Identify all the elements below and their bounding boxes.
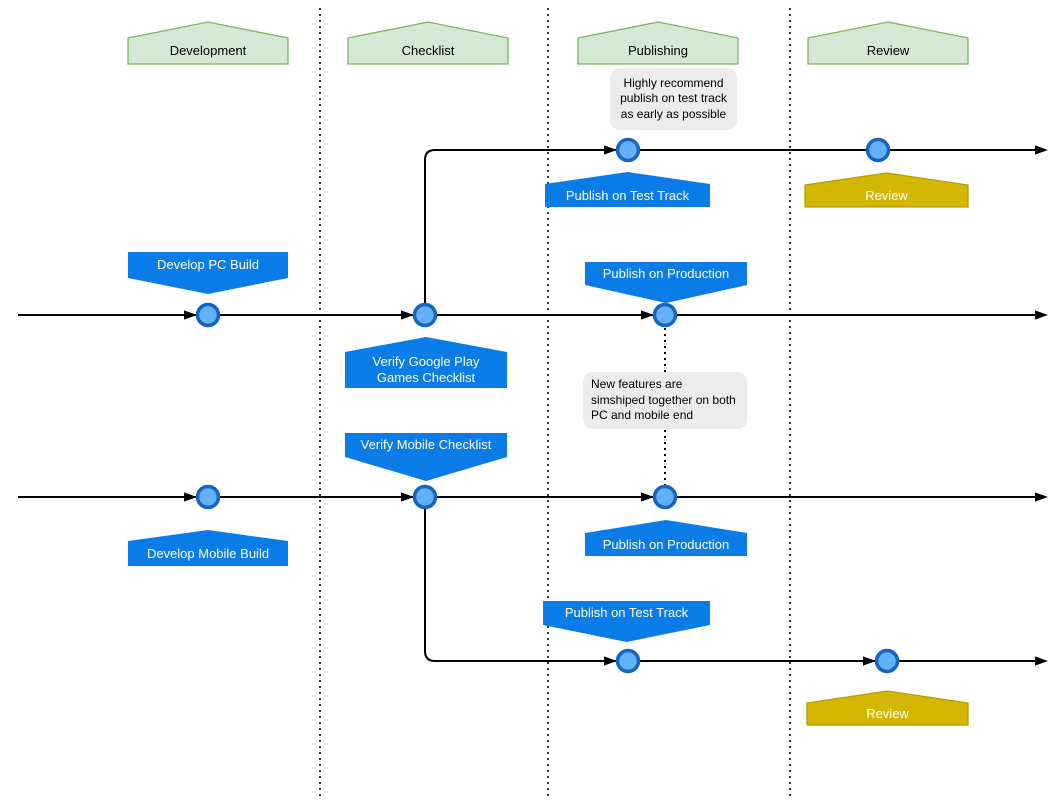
banner-verify-mobile-checklist: Verify Mobile Checklist xyxy=(345,433,507,481)
phase-header-development: Development xyxy=(127,21,289,65)
arrowhead-icon xyxy=(641,492,654,502)
node-verify-gpg-checklist xyxy=(412,302,438,328)
banner-publish-test-track-pc: Publish on Test Track xyxy=(545,172,710,207)
node-pc-production xyxy=(652,302,678,328)
arrowhead-icon xyxy=(1035,656,1048,666)
banner-develop-mobile-build: Develop Mobile Build xyxy=(128,530,288,566)
note-test-track-early: Highly recommend publish on test track a… xyxy=(610,68,737,130)
arrowhead-icon xyxy=(184,492,197,502)
node-mobile-test-publish xyxy=(615,648,641,674)
banner-publish-production-mobile-shape xyxy=(585,520,747,556)
arrowhead-icon xyxy=(641,310,654,320)
mobile-test-track-line xyxy=(424,497,1035,662)
banner-review-pc-shape xyxy=(804,172,969,208)
banner-verify-google-play-shape xyxy=(345,337,507,388)
banner-review-pc: Review xyxy=(804,172,969,208)
banner-publish-production-mobile: Publish on Production xyxy=(585,520,747,556)
arrowhead-icon xyxy=(401,310,414,320)
banner-publish-test-track-pc-shape xyxy=(545,172,710,207)
node-pc-test-review xyxy=(865,137,891,163)
banner-publish-production-pc: Publish on Production xyxy=(585,262,747,303)
phase-header-review-shape xyxy=(807,21,969,65)
arrowhead-icon xyxy=(184,310,197,320)
banner-verify-google-play: Verify Google Play Games Checklist xyxy=(345,337,507,388)
phase-header-development-shape xyxy=(127,21,289,65)
banner-publish-test-track-mobile-shape xyxy=(543,601,710,642)
phase-header-publishing-shape xyxy=(577,21,739,65)
node-mobile-test-review xyxy=(874,648,900,674)
note-simship: New features are simshiped together on b… xyxy=(583,372,747,429)
banner-review-mobile: Review xyxy=(806,690,969,726)
banner-publish-test-track-mobile: Publish on Test Track xyxy=(543,601,710,642)
node-mobile-production xyxy=(652,484,678,510)
banner-publish-production-pc-shape xyxy=(585,262,747,303)
arrowhead-icon xyxy=(863,656,876,666)
banner-verify-mobile-checklist-shape xyxy=(345,433,507,481)
arrowhead-icon xyxy=(1035,492,1048,502)
arrowhead-icon xyxy=(401,492,414,502)
arrowhead-icon xyxy=(1035,145,1048,155)
phase-header-review: Review xyxy=(807,21,969,65)
banner-develop-pc-build-shape xyxy=(128,252,288,294)
node-verify-mobile xyxy=(412,484,438,510)
banner-develop-pc-build: Develop PC Build xyxy=(128,252,288,294)
phase-header-publishing: Publishing xyxy=(577,21,739,65)
banner-develop-mobile-build-shape xyxy=(128,530,288,566)
phase-header-checklist: Checklist xyxy=(347,21,509,65)
banner-review-mobile-shape xyxy=(806,690,969,726)
node-develop-pc xyxy=(195,302,221,328)
arrowhead-icon xyxy=(604,656,617,666)
pc-test-track-line xyxy=(424,149,1035,315)
phase-header-checklist-shape xyxy=(347,21,509,65)
node-develop-mobile xyxy=(195,484,221,510)
arrowhead-icon xyxy=(604,145,617,155)
arrowhead-icon xyxy=(1035,310,1048,320)
node-pc-test-publish xyxy=(615,137,641,163)
